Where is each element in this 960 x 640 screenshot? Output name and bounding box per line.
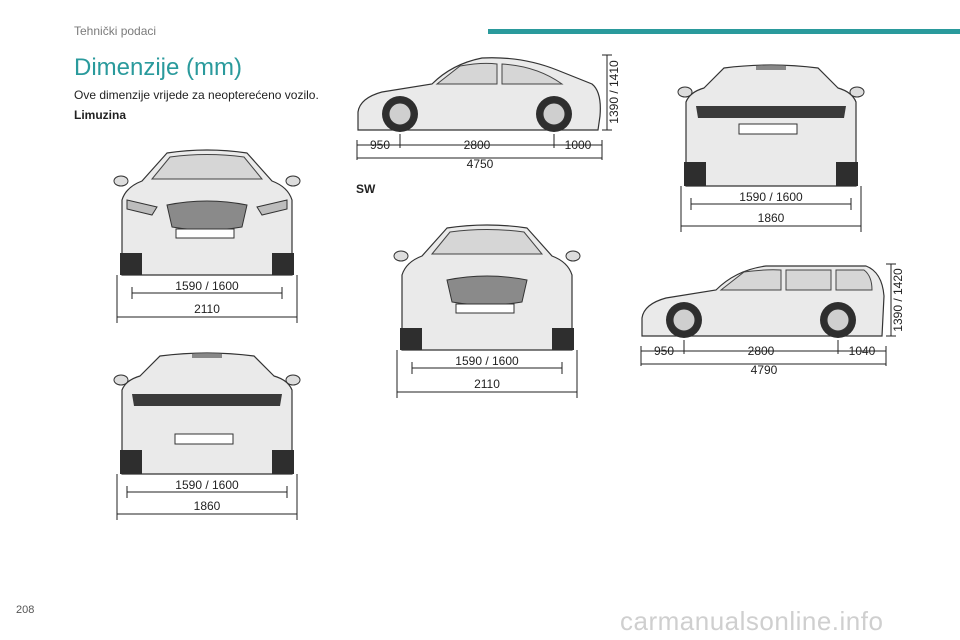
- limuzina-wheelbase: 2800: [464, 138, 491, 152]
- intro-text: Ove dimenzije vrijede za neopterećeno vo…: [74, 88, 319, 102]
- limuzina-rear-width: 1860: [194, 499, 221, 513]
- limuzina-length: 4750: [467, 157, 494, 171]
- sw-front-track: 1590 / 1600: [455, 354, 519, 368]
- sw-rear-view: 1590 / 1600 1860: [676, 62, 866, 234]
- limuzina-rear-overhang: 1000: [565, 138, 592, 152]
- sw-rear-width: 1860: [758, 211, 785, 225]
- limuzina-front-overhang: 950: [370, 138, 390, 152]
- sw-rear-overhang: 1040: [849, 344, 876, 358]
- section-heading-sw: SW: [356, 182, 376, 196]
- limuzina-front-track: 1590 / 1600: [175, 279, 239, 293]
- limuzina-front-width: 2110: [194, 302, 220, 316]
- sw-wheelbase: 2800: [748, 344, 775, 358]
- sw-front-overhang: 950: [654, 344, 674, 358]
- limuzina-rear-track: 1590 / 1600: [175, 478, 239, 492]
- sw-side-view: 950 2800 1040 4790 1390 / 1420: [636, 256, 906, 381]
- sw-front-view: 1590 / 1600 2110: [392, 220, 582, 400]
- sw-rear-track: 1590 / 1600: [739, 190, 803, 204]
- limuzina-rear-view: 1590 / 1600 1860: [112, 350, 302, 522]
- limuzina-height: 1390 / 1410: [607, 60, 621, 124]
- page-title: Dimenzije (mm): [74, 54, 242, 81]
- watermark: carmanualsonline.info: [620, 606, 884, 636]
- limuzina-side-view: 950 2800 1000 4750 1390 / 1410: [352, 50, 622, 175]
- header-accent-bar: [488, 29, 960, 34]
- page-number: 208: [16, 604, 35, 616]
- limuzina-front-view: 1590 / 1600 2110: [112, 145, 302, 325]
- sw-length: 4790: [751, 363, 778, 377]
- sw-height: 1390 / 1420: [891, 268, 905, 332]
- running-header: Tehnički podaci: [74, 24, 157, 38]
- section-heading-limuzina: Limuzina: [74, 108, 127, 122]
- sw-front-width: 2110: [474, 377, 500, 391]
